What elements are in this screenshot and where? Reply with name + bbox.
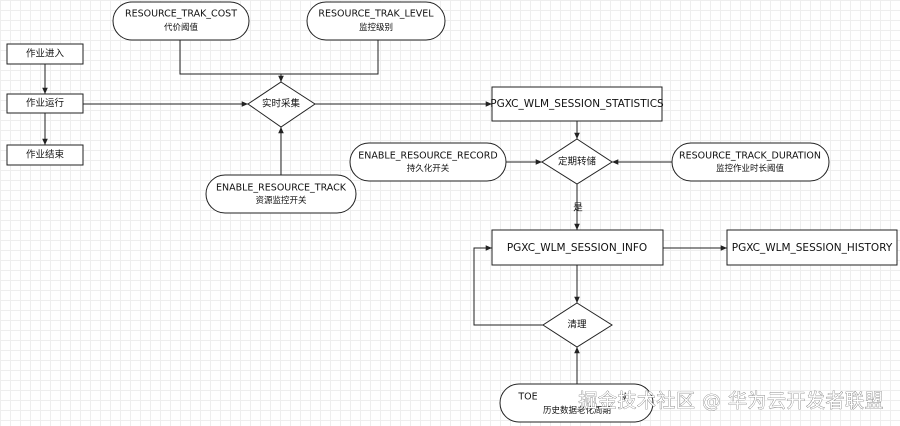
node-resource-trak-level-title: RESOURCE_TRAK_LEVEL — [318, 9, 434, 20]
node-history-aging-subtitle: 历史数据老化周期 — [543, 405, 611, 416]
node-job-enter: 作业进入 — [6, 43, 84, 65]
node-job-enter-label: 作业进入 — [26, 48, 65, 60]
node-job-running-label: 作业运行 — [26, 97, 65, 109]
node-session-info: PGXC_WLM_SESSION_INFO — [491, 229, 664, 266]
node-realtime-collect-label: 实时采集 — [262, 98, 301, 110]
node-resource-track-duration: RESOURCE_TRACK_DURATION 监控作业时长阈值 — [671, 142, 830, 182]
edge-cleanup-loop-to-info — [473, 245, 543, 326]
node-session-statistics-label: PGXC_WLM_SESSION_STATISTICS — [490, 98, 664, 110]
node-enable-resource-track: ENABLE_RESOURCE_TRACK 资源监控开关 — [205, 174, 357, 214]
node-realtime-collect: 实时采集 — [247, 81, 316, 128]
node-resource-track-duration-title: RESOURCE_TRACK_DURATION — [679, 151, 821, 162]
node-enable-resource-record-title: ENABLE_RESOURCE_RECORD — [358, 151, 497, 162]
node-history-aging: TOE N 历史数据老化周期 — [499, 383, 654, 423]
watermark-text: 掘金技术社区 @ 华为云开发者联盟 — [578, 390, 884, 412]
connectors — [42, 40, 727, 384]
node-job-end: 作业结束 — [6, 144, 84, 166]
node-resource-trak-cost-subtitle: 代价阈值 — [164, 22, 199, 33]
node-enable-resource-track-title: ENABLE_RESOURCE_TRACK — [216, 183, 347, 194]
node-history-aging-title-suffix: N — [619, 392, 626, 403]
node-job-end-label: 作业结束 — [26, 149, 65, 161]
node-periodic-dump-label: 定期转储 — [558, 156, 597, 168]
node-enable-resource-track-subtitle: 资源监控开关 — [255, 195, 307, 206]
node-session-history-label: PGXC_WLM_SESSION_HISTORY — [732, 242, 893, 254]
node-cleanup: 清理 — [542, 302, 613, 348]
node-enable-resource-record: ENABLE_RESOURCE_RECORD 持久化开关 — [349, 142, 507, 182]
node-cleanup-label: 清理 — [567, 319, 587, 331]
node-job-running: 作业运行 — [6, 93, 84, 114]
edge-label-yes: 是 — [573, 203, 583, 214]
node-periodic-dump: 定期转储 — [541, 138, 613, 185]
node-resource-trak-cost-title: RESOURCE_TRAK_COST — [125, 9, 237, 20]
node-resource-trak-level: RESOURCE_TRAK_LEVEL 监控级别 — [306, 1, 446, 41]
node-resource-trak-level-subtitle: 监控级别 — [359, 22, 393, 33]
edge-level-to-collect — [281, 40, 379, 75]
node-enable-resource-record-subtitle: 持久化开关 — [407, 163, 450, 174]
node-resource-trak-cost: RESOURCE_TRAK_COST 代价阈值 — [112, 1, 250, 41]
node-session-info-label: PGXC_WLM_SESSION_INFO — [507, 242, 647, 254]
node-session-history: PGXC_WLM_SESSION_HISTORY — [726, 229, 898, 266]
node-history-aging-title: TOE — [517, 392, 537, 403]
node-session-statistics: PGXC_WLM_SESSION_STATISTICS — [490, 86, 664, 122]
edge-cost-to-collect — [179, 40, 281, 75]
node-resource-track-duration-subtitle: 监控作业时长阈值 — [716, 163, 785, 174]
